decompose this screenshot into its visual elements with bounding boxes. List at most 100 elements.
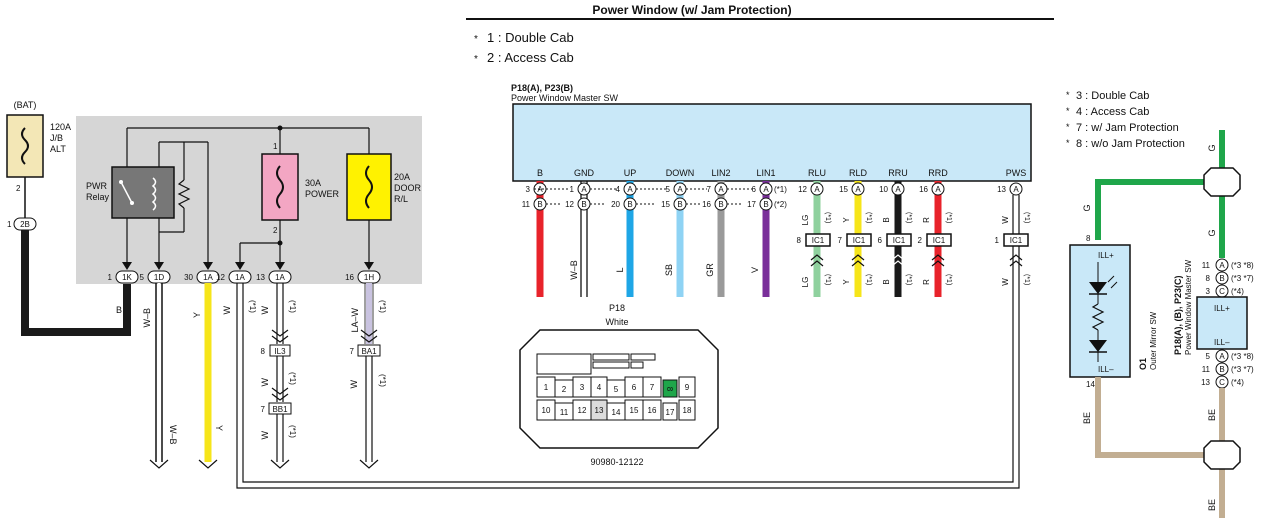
right-master-sw-illumination	[1196, 296, 1248, 350]
connector-il3	[269, 344, 291, 357]
svg-text:8: 8	[665, 387, 674, 392]
svg-text:Relay: Relay	[86, 192, 110, 202]
svg-text:GR: GR	[705, 263, 715, 277]
svg-text:3: 3	[1206, 287, 1211, 296]
svg-text:W: W	[349, 380, 359, 389]
svg-text:B: B	[1219, 365, 1224, 374]
svg-text:8: 8	[1086, 234, 1091, 243]
svg-text:IC1: IC1	[853, 236, 866, 245]
note-1: 1 : Double Cab	[487, 30, 574, 45]
svg-text:C: C	[1219, 378, 1225, 387]
svg-text:8: 8	[261, 347, 266, 356]
diode-icon	[1089, 340, 1107, 352]
svg-text:13: 13	[595, 406, 604, 415]
svg-text:7: 7	[838, 236, 843, 245]
svg-text:11: 11	[522, 200, 531, 209]
svg-text:16: 16	[345, 273, 354, 282]
svg-text:(*1): (*1)	[378, 374, 387, 387]
svg-text:B: B	[1219, 274, 1224, 283]
note-7: 7 : w/ Jam Protection	[1076, 122, 1179, 134]
p18-color: White	[605, 317, 628, 327]
svg-text:(*1): (*1)	[945, 274, 952, 285]
svg-text:G: G	[1082, 204, 1092, 211]
svg-text:(*1): (*1)	[905, 212, 912, 223]
svg-text:A: A	[537, 185, 543, 194]
svg-text:B: B	[882, 217, 891, 222]
svg-text:ILL–: ILL–	[1098, 365, 1114, 374]
svg-text:LIN2: LIN2	[711, 168, 730, 178]
svg-text:15: 15	[661, 200, 670, 209]
svg-text:1: 1	[544, 383, 549, 392]
svg-text:4: 4	[597, 383, 602, 392]
svg-text:RLU: RLU	[808, 168, 826, 178]
note-2: 2 : Access Cab	[487, 50, 574, 65]
svg-text:A: A	[677, 185, 683, 194]
p18-label: P18	[609, 303, 625, 313]
svg-text:(*1): (*1)	[288, 372, 297, 385]
svg-text:(*1): (*1)	[378, 300, 387, 313]
svg-text:(*1): (*1)	[288, 300, 297, 313]
svg-text:A: A	[855, 185, 861, 194]
svg-text:G: G	[1207, 229, 1217, 236]
svg-text:A: A	[1219, 261, 1225, 270]
svg-text:W: W	[260, 378, 270, 387]
master-switch-module	[512, 103, 1032, 182]
svg-text:IC1: IC1	[893, 236, 906, 245]
svg-text:(*1): (*1)	[1023, 212, 1030, 223]
svg-text:RRD: RRD	[928, 168, 948, 178]
svg-text:3: 3	[526, 185, 531, 194]
svg-text:GND: GND	[574, 168, 595, 178]
right-sw-name: Power Window Master SW	[1184, 259, 1193, 355]
svg-text:R: R	[922, 217, 931, 223]
svg-text:2: 2	[16, 184, 21, 193]
svg-text:13: 13	[997, 185, 1006, 194]
svg-text:2: 2	[273, 226, 278, 235]
svg-text:B: B	[763, 200, 768, 209]
svg-text:12: 12	[216, 273, 225, 282]
svg-text:IC1: IC1	[812, 236, 825, 245]
svg-text:A: A	[1219, 352, 1225, 361]
notes-top: * 1 : Double Cab * 2 : Access Cab	[474, 30, 574, 65]
svg-text:1A: 1A	[235, 273, 245, 282]
svg-text:BE: BE	[1207, 409, 1217, 421]
svg-text:W: W	[1001, 278, 1010, 286]
fuse-20a	[346, 153, 392, 221]
svg-text:(*1): (*1)	[1023, 274, 1030, 285]
svg-text:Y: Y	[214, 425, 224, 431]
svg-text:G: G	[1207, 144, 1217, 151]
svg-text:W: W	[222, 306, 232, 315]
svg-text:A: A	[763, 185, 769, 194]
connector-bb1	[268, 402, 292, 415]
svg-text:5: 5	[614, 385, 619, 394]
svg-text:(*1): (*1)	[824, 274, 831, 285]
svg-text:A: A	[627, 185, 633, 194]
master-terminals-left: B A 3 B 11 GND A 1 B 12 W–B UP A 4 B 20 …	[522, 168, 787, 297]
svg-text:8: 8	[1206, 274, 1211, 283]
svg-text:1: 1	[273, 142, 278, 151]
svg-text:11: 11	[1202, 365, 1211, 374]
svg-text:W: W	[1001, 216, 1010, 224]
svg-text:1A: 1A	[203, 273, 213, 282]
svg-text:B: B	[718, 200, 723, 209]
svg-text:B: B	[537, 168, 543, 178]
svg-text:1: 1	[995, 236, 1000, 245]
svg-text:R: R	[922, 279, 931, 285]
svg-text:*: *	[1066, 138, 1070, 148]
svg-text:(*1): (*1)	[865, 274, 872, 285]
right-sw-bottom-pins: 5 A (*3 *8) 11 B (*3 *7) 13 C (*4)	[1201, 349, 1254, 389]
notes-right: * 3 : Double Cab * 4 : Access Cab * 7 : …	[1066, 90, 1185, 150]
fuse-30a	[261, 153, 299, 221]
svg-text:12: 12	[565, 200, 574, 209]
svg-text:W: W	[260, 306, 270, 315]
svg-text:RRU: RRU	[888, 168, 908, 178]
fuse-120a-element-icon	[21, 127, 29, 165]
svg-text:7: 7	[261, 405, 266, 414]
note-mark: *	[474, 34, 478, 45]
svg-text:(*1): (*1)	[905, 274, 912, 285]
svg-text:A: A	[895, 185, 901, 194]
svg-text:14: 14	[1086, 380, 1095, 389]
p18-pin-grid: 1 2 3 4 5 6 7 8 9 10 11 12 13 14 15 16 1…	[536, 376, 696, 421]
svg-text:(*3 *7): (*3 *7)	[1231, 274, 1254, 283]
svg-text:(*1): (*1)	[248, 300, 257, 313]
wire-b-black	[21, 230, 131, 336]
